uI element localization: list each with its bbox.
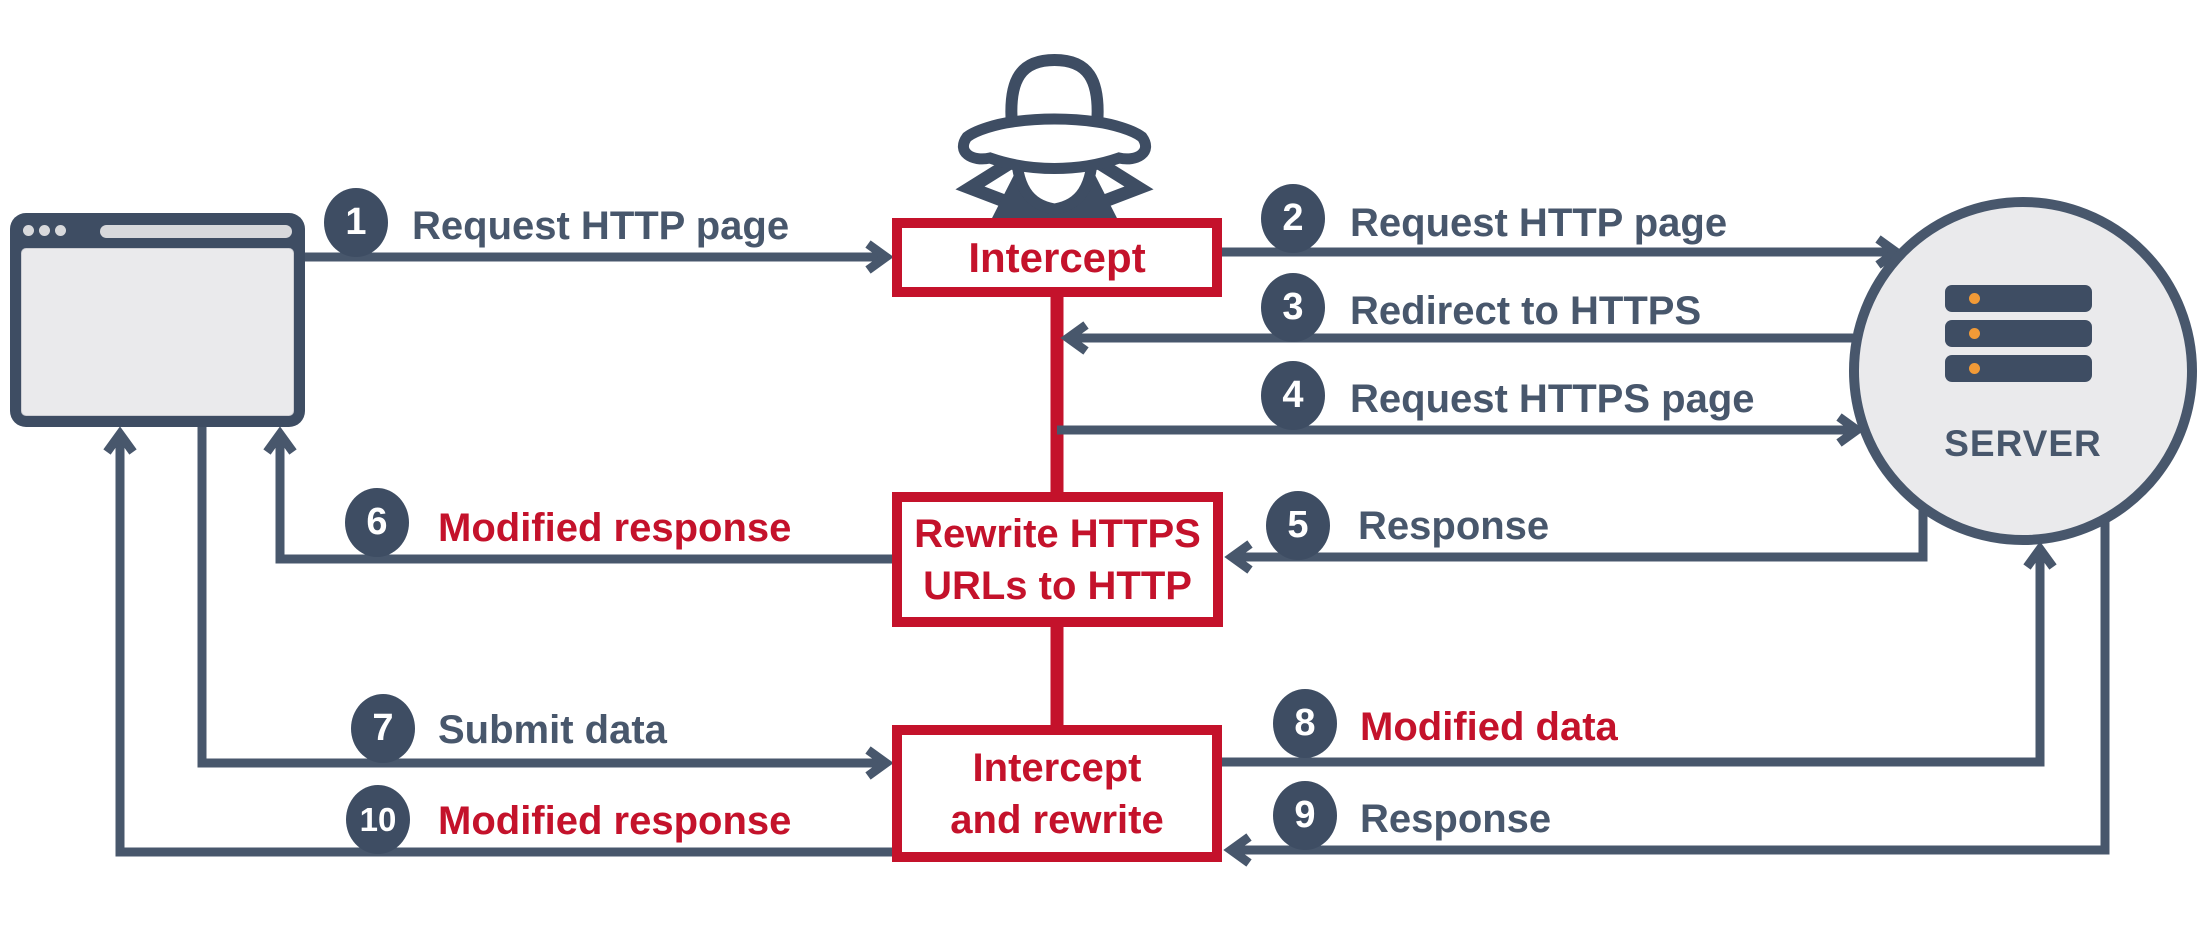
- step-label-1: Request HTTP page: [412, 204, 790, 248]
- server-led: [1969, 328, 1980, 339]
- step-label-2: Request HTTP page: [1350, 201, 1728, 245]
- server-rack-bar: [1945, 285, 2092, 312]
- step-label-8: Modified data: [1360, 705, 1618, 749]
- arrow-7-submit-data: [197, 427, 894, 780]
- arrow-6-modified-response: [263, 426, 893, 564]
- browser-url-bar: [100, 225, 292, 238]
- intercept-rewrite-box: Intercept and rewrite: [892, 725, 1222, 862]
- arrow-10-modified-response: [103, 426, 892, 857]
- browser-window-dot: [55, 225, 66, 236]
- step-label-6: Modified response: [438, 506, 792, 550]
- step-badge-9: 9: [1273, 781, 1337, 850]
- intercept-box-label: Intercept: [968, 233, 1146, 281]
- arrow-8-modified-data: [1222, 541, 2057, 767]
- browser-window-dot: [23, 225, 34, 236]
- intercept-box: Intercept: [892, 218, 1222, 297]
- step-badge-8: 8: [1273, 689, 1337, 758]
- server-led: [1969, 293, 1980, 304]
- step-label-4: Request HTTPS page: [1350, 377, 1755, 421]
- step-label-5: Response: [1358, 504, 1550, 548]
- spy-icon: [955, 53, 1154, 222]
- step-badge-4: 4: [1261, 361, 1325, 430]
- server-rack-bar: [1945, 320, 2092, 347]
- rewrite-box: Rewrite HTTPS URLs to HTTP: [892, 492, 1223, 627]
- step-badge-2: 2: [1261, 184, 1325, 253]
- arrow-5-response: [1224, 508, 1928, 574]
- spy-hat-crown: [1005, 53, 1104, 132]
- server-rack-bar: [1945, 355, 2092, 382]
- step-label-3: Redirect to HTTPS: [1350, 289, 1702, 333]
- client-browser-icon: [10, 213, 305, 427]
- arrow-9-response: [1223, 520, 2110, 867]
- step-badge-10: 10: [346, 785, 410, 854]
- server-node: SERVER: [1849, 197, 2197, 545]
- step-badge-5: 5: [1266, 491, 1330, 560]
- step-badge-1: 1: [324, 188, 388, 257]
- intercept-rewrite-box-line1: Intercept: [972, 745, 1142, 790]
- step-label-9: Response: [1360, 797, 1552, 841]
- step-badge-6: 6: [345, 488, 409, 557]
- server-label: SERVER: [1944, 423, 2102, 464]
- step-badge-7: 7: [351, 694, 415, 763]
- step-label-10: Modified response: [438, 799, 792, 843]
- spy-hat-brim: [957, 113, 1152, 174]
- rewrite-box-line2: URLs to HTTP: [923, 563, 1192, 608]
- server-led: [1969, 363, 1980, 374]
- browser-content-panel: [21, 248, 294, 416]
- browser-window-dot: [39, 225, 50, 236]
- step-badge-3: 3: [1261, 273, 1325, 342]
- intercept-rewrite-box-line2: and rewrite: [950, 797, 1164, 842]
- step-label-7: Submit data: [438, 708, 667, 752]
- rewrite-box-line1: Rewrite HTTPS: [914, 511, 1201, 556]
